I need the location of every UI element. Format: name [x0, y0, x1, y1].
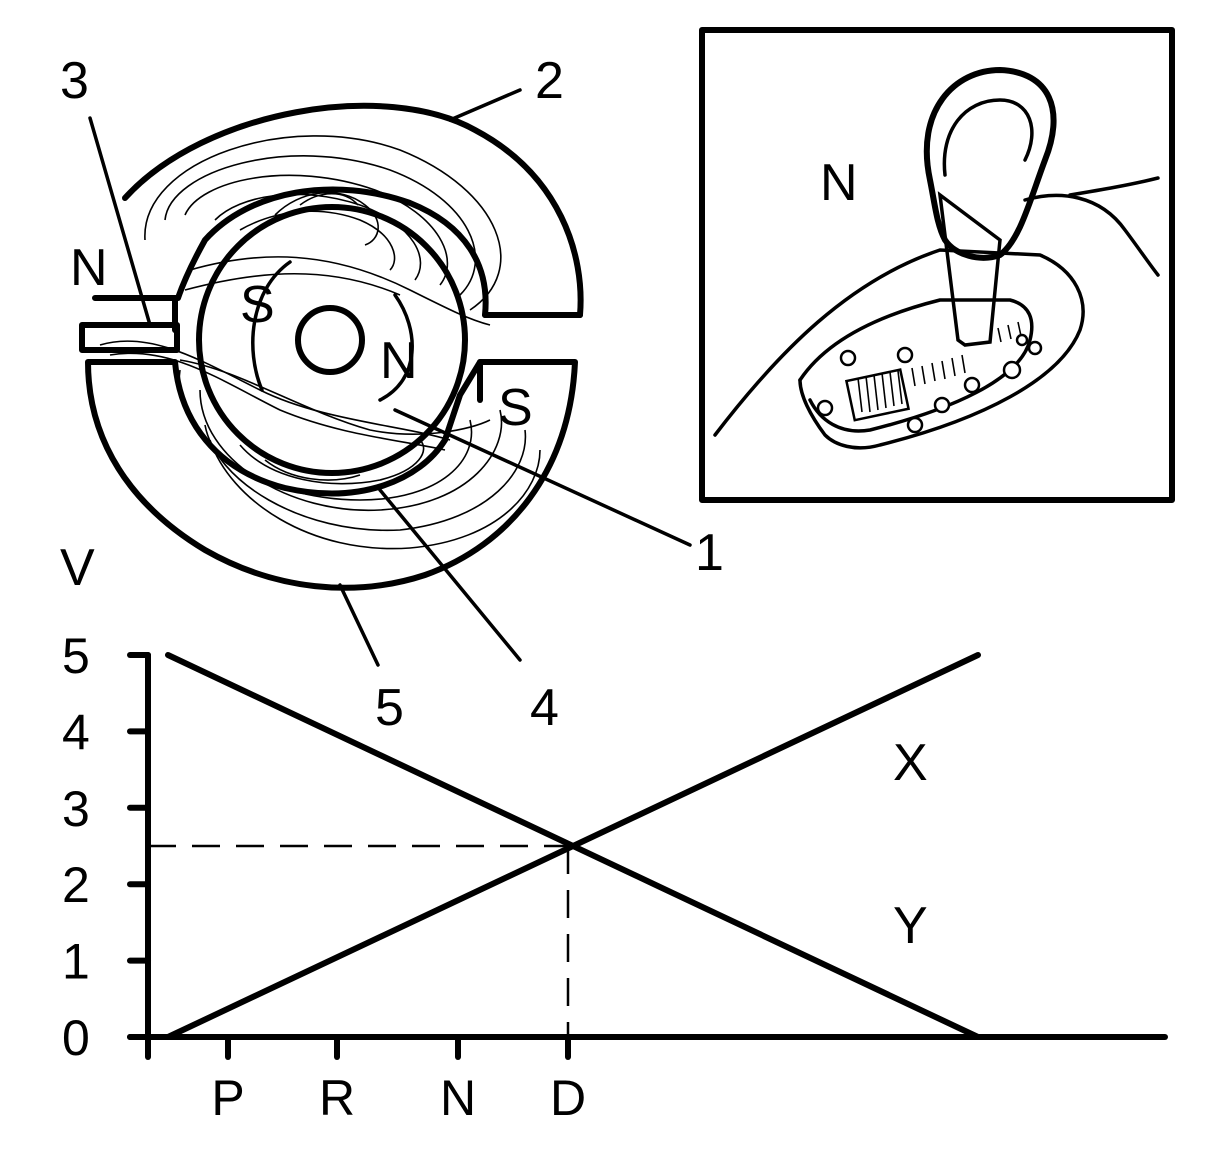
inset-position-label: N	[820, 154, 858, 212]
pole-label-rotor-center: N	[380, 332, 418, 390]
y-tick-label: 5	[62, 628, 90, 684]
y-tick-label: 4	[62, 704, 90, 760]
hand-outline	[1023, 193, 1160, 277]
shift-knob	[923, 67, 1057, 261]
inset-frame	[699, 27, 1175, 503]
shifter-inset: N	[699, 27, 1175, 503]
y-tick-label: 0	[62, 1010, 90, 1066]
x-tick-label: D	[550, 1070, 586, 1126]
rotor-ring	[196, 204, 468, 476]
x-tick-label: N	[440, 1070, 476, 1126]
series-label-y: Y	[893, 897, 928, 955]
pole-label-rotor-left: S	[240, 276, 275, 334]
series-label-x: X	[893, 734, 928, 792]
indicator-dots	[816, 333, 1043, 434]
pole-label-stator-left: N	[70, 239, 108, 297]
magnetic-sensor-diagram: 1 2 3 4 5 N S N S	[60, 52, 724, 737]
flux-lines-upper	[144, 135, 502, 326]
rotor-arc-left	[251, 260, 292, 392]
y-tick-label: 1	[62, 934, 90, 990]
x-tick-label: R	[319, 1070, 355, 1126]
callout-3: 3	[60, 52, 89, 110]
y-ticks: 0 1 2 3 4 5	[62, 628, 151, 1066]
hand-outline-2	[1068, 176, 1160, 197]
stator-upper	[92, 102, 584, 318]
callout-1: 1	[695, 524, 724, 582]
chart-ylabel: V	[60, 539, 95, 597]
hall-element	[79, 322, 180, 353]
shift-knob-highlight	[942, 98, 1034, 177]
callout-2: 2	[535, 52, 564, 110]
pole-label-stator-right: S	[498, 379, 533, 437]
series-line-y	[165, 652, 981, 1040]
callout-4: 4	[530, 679, 559, 737]
voltage-chart: V 0 1 2 3 4 5 P R N D X Y	[60, 539, 1168, 1126]
y-tick-label: 2	[62, 857, 90, 913]
console-outline	[713, 248, 1085, 450]
shift-lever	[937, 191, 1002, 347]
rotor-shaft	[295, 305, 365, 375]
y-tick-label: 3	[62, 781, 90, 837]
callout-5: 5	[375, 679, 404, 737]
x-tick-label: P	[211, 1070, 244, 1126]
gate-hatch	[857, 321, 1022, 413]
rotor-arc-right	[378, 293, 414, 402]
flux-lines-lower	[99, 340, 541, 550]
console-inner	[798, 298, 1034, 433]
leader-lines	[88, 88, 692, 667]
